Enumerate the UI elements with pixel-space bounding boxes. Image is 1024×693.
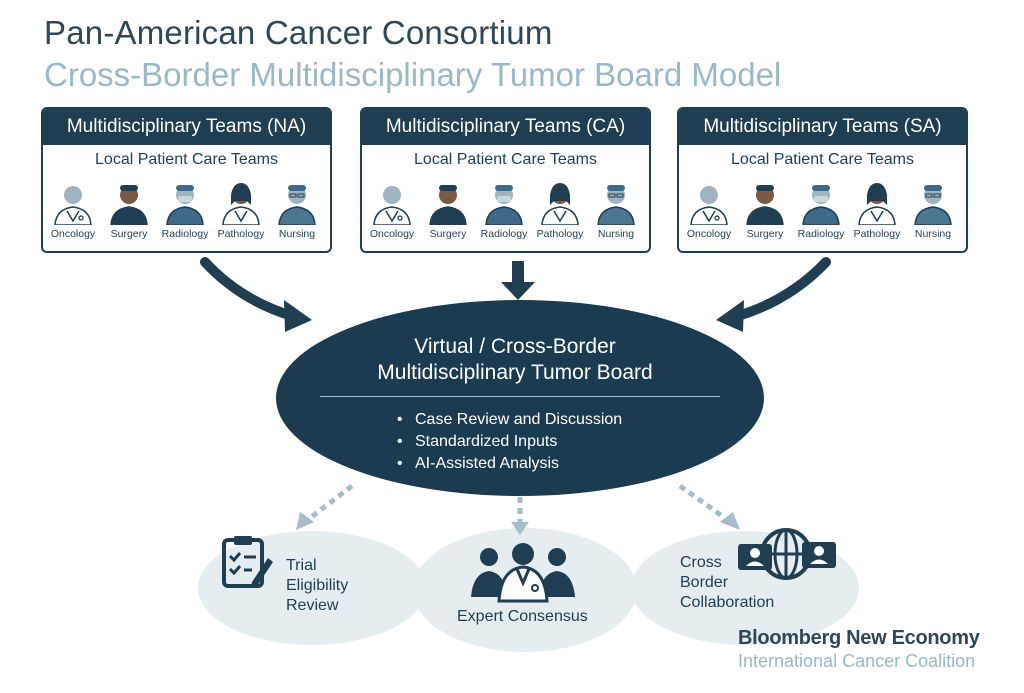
dashed-arrow-consensus-head (511, 522, 529, 535)
team-subheading: Local Patient Care Teams (95, 151, 278, 168)
role-nursing: Nursing (269, 181, 325, 251)
arrow-ca-head (501, 282, 535, 300)
role-label: Oncology (50, 228, 96, 240)
role-oncology: Oncology (364, 181, 420, 251)
role-label: Oncology (369, 228, 415, 240)
trial-eligibility-label: Trial Eligibility Review (286, 556, 348, 616)
role-surgery: Surgery (101, 181, 157, 251)
dashed-arrow-collab-head (720, 512, 740, 530)
arrow-ca-shaft (512, 261, 524, 283)
trial-label-line1: Trial (286, 557, 317, 574)
tumor-board-bullets: Case Review and Discussion Standardized … (397, 409, 622, 475)
brand-line1: Bloomberg New Economy (738, 627, 980, 649)
role-label: Pathology (536, 228, 584, 240)
tumor-board-title: Virtual / Cross-Border Multidisciplinary… (340, 334, 690, 386)
dashed-arrow-trial (308, 484, 354, 520)
team-box-na: Multidisciplinary Teams (NA) Local Patie… (41, 107, 332, 253)
globe-video-call-icon (738, 528, 836, 580)
role-radiology: Radiology (793, 181, 849, 251)
role-nursing: Nursing (905, 181, 961, 251)
team-heading: Multidisciplinary Teams (CA) (362, 109, 649, 145)
role-pathology: Pathology (213, 181, 269, 251)
role-label: Pathology (853, 228, 901, 240)
collab-label-line1: Cross (680, 554, 722, 571)
role-row: Oncology Surgery Radiology Pathology Nursing (679, 181, 966, 251)
doctor-group-icon (471, 543, 575, 603)
team-subheading: Local Patient Care Teams (731, 151, 914, 168)
brand-line2: International Cancer Coalition (738, 651, 976, 671)
team-box-sa: Multidisciplinary Teams (SA) Local Patie… (677, 107, 968, 253)
role-nursing: Nursing (588, 181, 644, 251)
clipboard-checklist-icon (222, 536, 273, 588)
trial-label-line3: Review (286, 597, 339, 614)
team-box-ca: Multidisciplinary Teams (CA) Local Patie… (360, 107, 651, 253)
collab-label-line3: Collaboration (680, 594, 775, 611)
role-radiology: Radiology (476, 181, 532, 251)
tumor-board-divider (320, 396, 720, 397)
team-heading: Multidisciplinary Teams (NA) (43, 109, 330, 145)
role-oncology: Oncology (681, 181, 737, 251)
page-subtitle: Cross-Border Multidisciplinary Tumor Boa… (44, 56, 782, 93)
role-label: Radiology (161, 228, 209, 240)
dashed-arrow-trial-head (296, 512, 314, 530)
expert-consensus-label: Expert Consensus (457, 608, 588, 625)
arrow-na-to-board (200, 257, 297, 321)
arrow-na-head (284, 300, 312, 332)
role-label: Pathology (217, 228, 265, 240)
tumor-board-title-line1: Virtual / Cross-Border (414, 335, 616, 358)
role-radiology: Radiology (157, 181, 213, 251)
role-label: Radiology (797, 228, 845, 240)
role-label: Nursing (278, 228, 316, 240)
trial-label-line2: Eligibility (286, 577, 349, 594)
bullet-item: AI-Assisted Analysis (397, 453, 622, 475)
page-title: Pan-American Cancer Consortium (44, 14, 553, 51)
tumor-board-title-line2: Multidisciplinary Tumor Board (377, 361, 653, 384)
trial-eligibility-node (198, 531, 426, 645)
bullet-item: Case Review and Discussion (397, 409, 622, 431)
role-pathology: Pathology (849, 181, 905, 251)
role-label: Surgery (429, 228, 467, 240)
role-label: Radiology (480, 228, 528, 240)
bullet-item: Standardized Inputs (397, 431, 622, 453)
role-row: Oncology Surgery Radiology Pathology Nursing (362, 181, 649, 251)
role-label: Oncology (686, 228, 732, 240)
role-surgery: Surgery (737, 181, 793, 251)
team-heading: Multidisciplinary Teams (SA) (679, 109, 966, 145)
role-label: Nursing (597, 228, 635, 240)
collaboration-label: Cross Border Collaboration (680, 553, 774, 613)
role-label: Surgery (746, 228, 784, 240)
role-row: Oncology Surgery Radiology Pathology Nursing (43, 181, 330, 251)
role-surgery: Surgery (420, 181, 476, 251)
role-oncology: Oncology (45, 181, 101, 251)
role-label: Nursing (914, 228, 952, 240)
role-label: Surgery (110, 228, 148, 240)
role-pathology: Pathology (532, 181, 588, 251)
collab-label-line2: Border (680, 574, 729, 591)
dashed-arrow-collab (678, 483, 727, 521)
arrow-sa-head (716, 300, 744, 332)
arrow-sa-to-board (733, 257, 831, 321)
team-subheading: Local Patient Care Teams (414, 151, 597, 168)
